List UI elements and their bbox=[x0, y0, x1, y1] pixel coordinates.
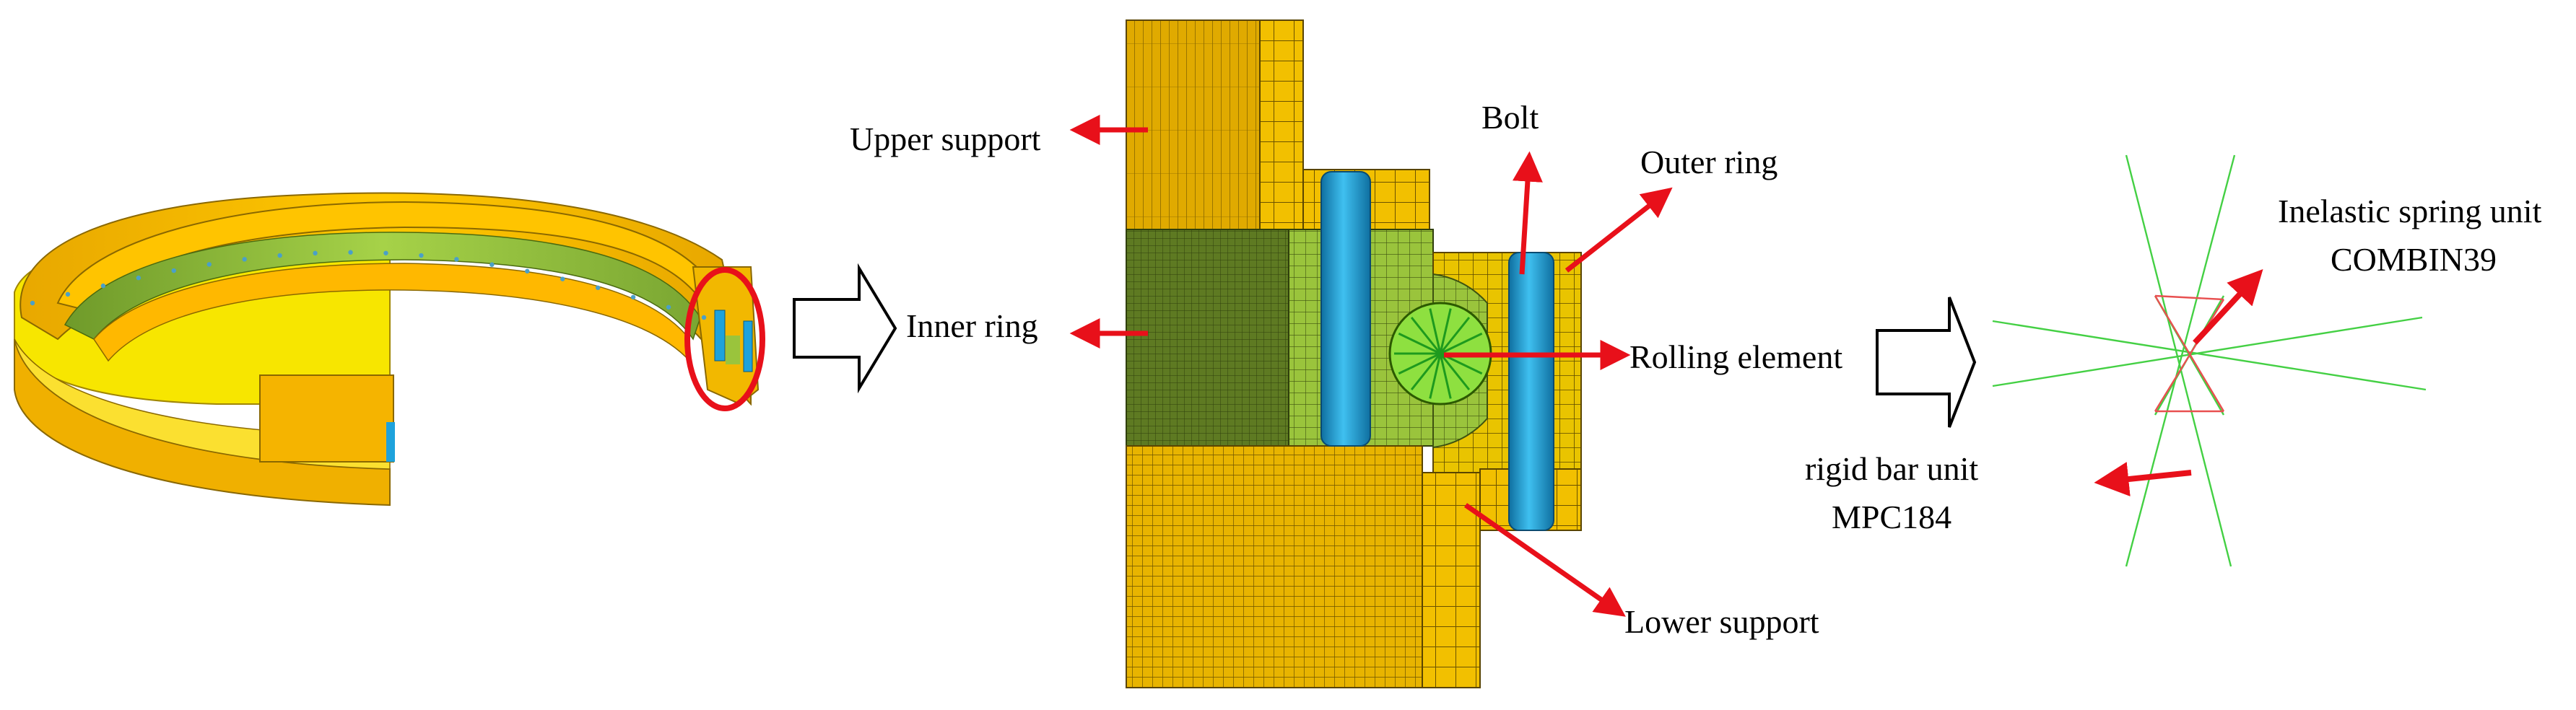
bolt-hole bbox=[242, 257, 247, 262]
label-rolling-element: Rolling element bbox=[1629, 338, 1842, 375]
bearing-end-section bbox=[726, 336, 740, 364]
ball-spoke bbox=[1398, 332, 1441, 355]
bolt-hole bbox=[206, 262, 212, 267]
rigid-bar-line bbox=[2154, 294, 2224, 301]
label-spring-unit-line2: COMBIN39 bbox=[2331, 241, 2497, 278]
ball-spoke bbox=[1429, 353, 1442, 399]
rigid-bar-line bbox=[2154, 295, 2225, 412]
bolt-hole bbox=[277, 253, 282, 258]
ball-spoke bbox=[1398, 352, 1441, 375]
label-upper-support: Upper support bbox=[850, 120, 1041, 157]
bolt-outer bbox=[1508, 252, 1554, 531]
ball-spoke bbox=[1429, 308, 1442, 354]
arrow-rigid-bar bbox=[2094, 462, 2192, 496]
lower-support-mesh bbox=[1126, 445, 1423, 688]
bolt-hole bbox=[630, 294, 636, 300]
label-rigid-bar-line1: rigid bar unit bbox=[1805, 450, 1978, 487]
label-rigid-bar-line2: MPC184 bbox=[1832, 499, 1951, 535]
ball-spoke bbox=[1440, 332, 1483, 355]
bolt-hole bbox=[419, 253, 424, 258]
bolt-inner bbox=[1320, 171, 1371, 447]
hollow-arrow-right-2 bbox=[1876, 297, 1977, 428]
spring-line bbox=[2125, 154, 2232, 567]
arrow-spring-unit bbox=[2193, 268, 2263, 345]
arrow-lower-support bbox=[1463, 503, 1626, 617]
bearing-bolt-holes bbox=[30, 250, 707, 320]
bolt-hole bbox=[65, 292, 71, 297]
bolt-hole bbox=[171, 268, 176, 273]
label-arrows bbox=[1069, 115, 1673, 617]
spring-line bbox=[1992, 316, 2423, 387]
inner-ring-mesh bbox=[1126, 229, 1289, 447]
label-spring-unit-line1: Inelastic spring unit bbox=[2278, 193, 2542, 229]
upper-support-mesh-edge bbox=[1259, 19, 1304, 230]
bearing-end-bolt-2 bbox=[743, 320, 753, 372]
label-bolt: Bolt bbox=[1481, 99, 1539, 136]
bolt-hole bbox=[313, 250, 318, 256]
bolt-hole bbox=[348, 250, 353, 255]
bolt-hole bbox=[595, 285, 601, 290]
bolt-hole bbox=[701, 315, 707, 320]
lower-support-mesh-edge bbox=[1422, 472, 1481, 688]
ball-spoke bbox=[1439, 353, 1452, 399]
bolt-hole bbox=[560, 276, 565, 281]
spring-line bbox=[2125, 154, 2236, 567]
arrow-outer-ring bbox=[1565, 187, 1673, 273]
bolt-hole bbox=[30, 300, 35, 306]
bearing-ring-3d bbox=[14, 192, 765, 507]
rigid-bar-line bbox=[2154, 299, 2225, 412]
ball-spoke bbox=[1410, 353, 1442, 390]
ball-spoke bbox=[1439, 353, 1471, 390]
bolt-hole bbox=[525, 268, 530, 274]
bearing-inner-band bbox=[64, 232, 701, 341]
mesh-section bbox=[1126, 19, 1582, 688]
bearing-end-bolt-1 bbox=[714, 310, 726, 361]
bolt-hole bbox=[489, 262, 495, 267]
label-lower-support: Lower support bbox=[1624, 603, 1819, 640]
ball-spoke bbox=[1439, 317, 1471, 354]
bolt-hole bbox=[454, 257, 459, 262]
bolt-hole bbox=[666, 304, 671, 310]
hollow-arrow-right-1 bbox=[793, 263, 897, 394]
ball-spoke bbox=[1410, 317, 1442, 354]
bearing-cut-end bbox=[259, 374, 394, 463]
label-inner-ring: Inner ring bbox=[906, 307, 1038, 344]
spring-element-diagram bbox=[1992, 154, 2427, 567]
highlight-ellipse bbox=[684, 267, 765, 411]
bolt-hole bbox=[136, 275, 142, 281]
label-outer-ring: Outer ring bbox=[1640, 144, 1777, 180]
spring-line bbox=[1992, 320, 2427, 391]
ball-spoke bbox=[1439, 308, 1452, 354]
bolt-hole bbox=[100, 283, 106, 289]
upper-support-mesh bbox=[1126, 19, 1261, 230]
bearing-cut-bolt bbox=[386, 422, 395, 462]
arrow-bolt bbox=[1512, 151, 1543, 275]
bolt-hole bbox=[383, 250, 388, 255]
